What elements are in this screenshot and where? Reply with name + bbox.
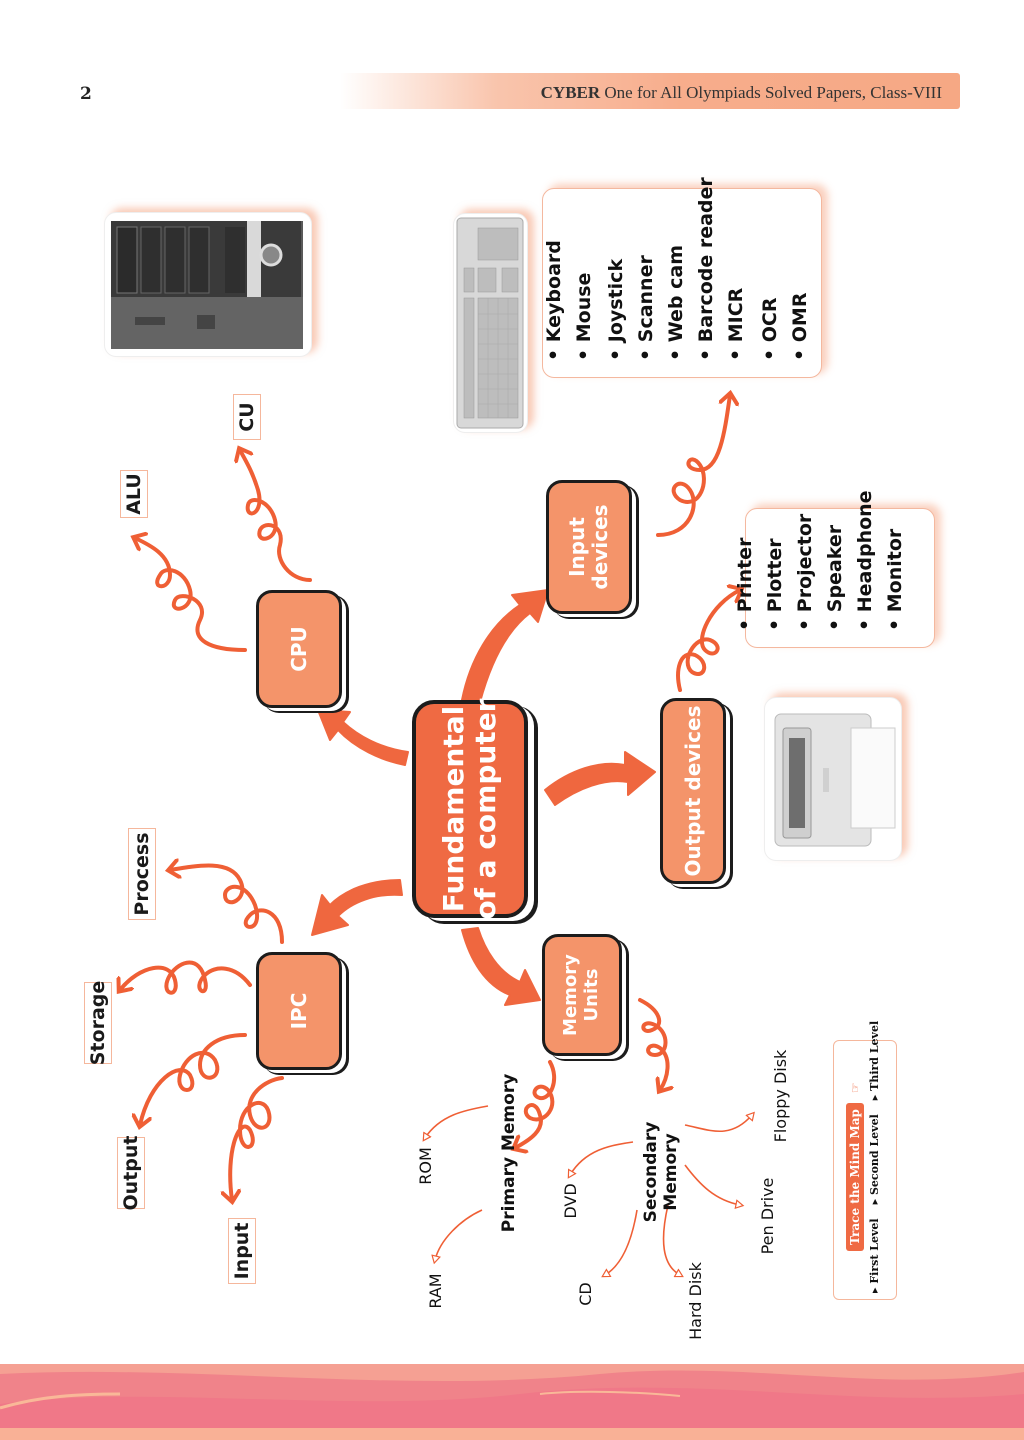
memory-leaf-rom: ROM bbox=[415, 1147, 435, 1185]
arrow-memory-secondary bbox=[638, 998, 668, 1090]
cpu-node-label: CPU bbox=[286, 626, 311, 672]
arrow-ipc-storage bbox=[120, 960, 252, 995]
legend-levels: ▸ First Level ▸ Second Level ▸ Third Lev… bbox=[868, 1021, 881, 1299]
hand-pointer-icon: ☞ bbox=[847, 1082, 862, 1094]
bold-arrow-to-ipc bbox=[311, 879, 403, 936]
output-item-plotter: • Plotter bbox=[764, 538, 786, 631]
footer-wave bbox=[0, 1364, 1024, 1440]
input-item-keyboard: • Keyboard bbox=[543, 240, 565, 361]
cpu-node: CPU bbox=[256, 590, 342, 708]
brand-name: CYBER bbox=[540, 83, 601, 102]
arrow-ipc-input bbox=[230, 1076, 284, 1200]
legend-second-level: ▸ Second Level bbox=[867, 1114, 881, 1205]
printer-image bbox=[764, 697, 902, 861]
input-item-mouse: • Mouse bbox=[573, 272, 595, 361]
bold-arrow-to-output-devices bbox=[544, 751, 656, 806]
keyboard-image bbox=[453, 213, 528, 433]
input-item-webcam: • Web cam bbox=[665, 244, 687, 361]
output-item-printer: • Printer bbox=[734, 537, 756, 631]
input-item-micr: • MICR bbox=[725, 287, 747, 361]
legend-title-row: Trace the Mind Map ☞ bbox=[845, 1082, 864, 1299]
computer-cabinet-image bbox=[104, 212, 312, 357]
input-item-joystick: • Joystick bbox=[605, 258, 627, 361]
running-header: CYBER One for All Olympiads Solved Paper… bbox=[541, 83, 942, 103]
arrow-primary-rom bbox=[425, 1105, 489, 1138]
page-number: 2 bbox=[80, 84, 92, 104]
legend-title: Trace the Mind Map bbox=[845, 1103, 864, 1251]
leaf-input: Input bbox=[228, 1218, 256, 1284]
leaf-cu: CU bbox=[233, 394, 261, 440]
cabinet-illustration bbox=[111, 221, 303, 349]
printer-illustration bbox=[774, 713, 896, 847]
legend-third-level: ▸ Third Level bbox=[867, 1020, 881, 1101]
arrow-output-list bbox=[676, 590, 740, 692]
memory-leaf-floppy-disk: Floppy Disk bbox=[770, 1049, 790, 1143]
arrow-secondary-harddisk bbox=[662, 1204, 680, 1275]
legend-content: Trace the Mind Map ☞ ▸ First Level ▸ Sec… bbox=[838, 1021, 888, 1299]
mind-map-legend: Trace the Mind Map ☞ ▸ First Level ▸ Sec… bbox=[833, 1021, 897, 1300]
legend-first-level: ▸ First Level bbox=[867, 1218, 881, 1293]
bold-arrow-to-memory bbox=[461, 927, 541, 1006]
memory-leaf-pen-drive: Pen Drive bbox=[757, 1177, 777, 1255]
keyboard-illustration bbox=[456, 217, 524, 429]
arrow-primary-ram bbox=[435, 1209, 483, 1260]
arrow-input-list bbox=[656, 395, 730, 537]
ipc-node: IPC bbox=[256, 952, 342, 1070]
memory-units-node: Memory Units bbox=[542, 934, 622, 1056]
bold-arrow-to-cpu bbox=[317, 709, 409, 766]
input-devices-node: Input devices bbox=[546, 480, 632, 614]
input-devices-node-label: Input devices bbox=[565, 504, 612, 590]
memory-leaf-dvd: DVD bbox=[560, 1183, 580, 1219]
bold-arrow-to-input-devices bbox=[461, 589, 549, 703]
output-item-headphone: • Headphone bbox=[854, 490, 876, 631]
arrow-cpu-cu bbox=[240, 450, 312, 582]
leaf-storage: Storage bbox=[84, 981, 112, 1065]
center-node-label: Fundamental of a computer bbox=[436, 698, 502, 920]
memory-leaf-cd: CD bbox=[575, 1282, 595, 1306]
arrow-secondary-pendrive bbox=[684, 1164, 740, 1205]
arrow-ipc-process bbox=[170, 866, 284, 944]
input-item-scanner: • Scanner bbox=[635, 255, 657, 361]
header-band bbox=[340, 73, 960, 109]
arrow-secondary-dvd bbox=[570, 1141, 634, 1175]
arrow-secondary-floppy bbox=[684, 1115, 752, 1133]
secondary-memory-label: Secondary Memory bbox=[641, 1121, 681, 1223]
book-title: One for All Olympiads Solved Papers, Cla… bbox=[604, 83, 942, 102]
leaf-alu: ALU bbox=[120, 470, 148, 518]
input-item-ocr: • OCR bbox=[759, 297, 781, 362]
memory-units-node-label: Memory Units bbox=[560, 954, 602, 1036]
ipc-node-label: IPC bbox=[286, 992, 311, 1030]
input-devices-list-card: • Keyboard • Mouse • Joystick • Scanner … bbox=[542, 177, 822, 378]
output-devices-list-card: • Printer • Plotter • Projector • Speake… bbox=[734, 490, 935, 648]
memory-leaf-hard-disk: Hard Disk bbox=[685, 1262, 705, 1340]
input-item-barcode-reader: • Barcode reader bbox=[695, 177, 717, 361]
arrow-secondary-cd bbox=[605, 1209, 638, 1275]
arrow-ipc-output bbox=[140, 1033, 247, 1125]
input-item-omr: • OMR bbox=[789, 292, 811, 361]
memory-leaf-ram: RAM bbox=[425, 1273, 445, 1309]
primary-memory-label: Primary Memory bbox=[499, 1073, 520, 1233]
leaf-output: Output bbox=[117, 1136, 145, 1210]
arrow-cpu-alu bbox=[135, 538, 247, 652]
center-node: Fundamental of a computer bbox=[412, 698, 528, 920]
output-item-projector: • Projector bbox=[794, 513, 816, 631]
arrow-memory-primary bbox=[515, 1060, 557, 1148]
output-item-speaker: • Speaker bbox=[824, 524, 846, 631]
output-devices-node: Output devices bbox=[660, 698, 726, 884]
leaf-process: Process bbox=[128, 828, 156, 920]
output-item-monitor: • Monitor bbox=[884, 528, 906, 631]
output-devices-node-label: Output devices bbox=[680, 705, 705, 877]
